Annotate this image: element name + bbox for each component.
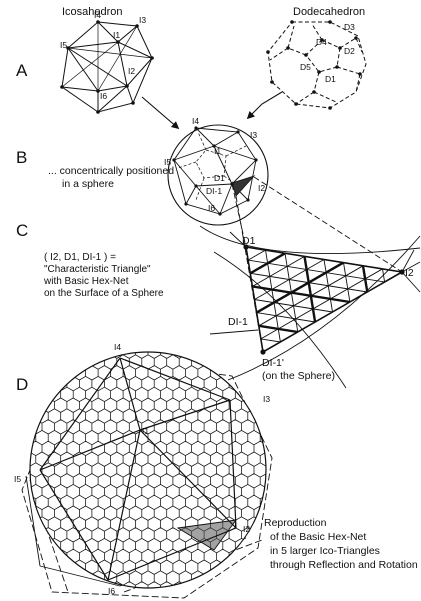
dodecahedron-vertex-dots	[266, 20, 362, 110]
sphere-b-drawing	[167, 124, 269, 226]
hex-sphere-icosa-edges	[39, 357, 237, 581]
triangle-label-d1: D1	[242, 235, 256, 247]
sphere-b-label-i4: I4	[192, 116, 199, 126]
characteristic-triangle-net	[247, 249, 386, 343]
sphere-d-label-i1: I1	[142, 426, 149, 436]
dodeca-label-d4: D4	[316, 37, 327, 47]
hex-sphere-fill	[30, 352, 266, 588]
panel-c-caption-line3: with Basic Hex-Net	[43, 276, 129, 287]
panel-b-label: B	[16, 148, 27, 167]
panel-b-caption-line2: in a sphere	[62, 178, 114, 190]
icosahedron-title: Icosahedron	[62, 6, 123, 18]
panel-d-label: D	[16, 375, 28, 394]
dodeca-label-d3: D3	[344, 22, 355, 32]
ico-a-label-i5: I5	[60, 40, 67, 50]
panel-d-caption-line3: in 5 larger Ico-Triangles	[270, 545, 380, 557]
panel-c-construction-lines	[199, 225, 421, 389]
sphere-d-label-i2: I2	[243, 524, 250, 534]
sphere-d-label-i6: I6	[108, 586, 115, 596]
triangle-label-i2: I2	[405, 267, 414, 279]
triangle-label-di1: DI-1	[228, 316, 248, 328]
sphere-b-characteristic-triangle	[231, 175, 256, 197]
sphere-d-label-i3: I3	[263, 394, 270, 404]
hex-sphere-basic-triangle	[176, 519, 237, 551]
sphere-b-label-i5: I5	[164, 157, 171, 167]
sphere-b-label-d1: D1	[214, 173, 225, 183]
panel-d-caption-line4: through Reflection and Rotation	[270, 559, 418, 571]
panel-c-caption-line1: ( I2, D1, DI-1 ) =	[44, 252, 116, 263]
sphere-d-label-i4: I4	[114, 342, 121, 352]
icosahedron-vertex-dots	[60, 20, 154, 114]
triangle-label-di1-prime: DI-1'	[262, 357, 284, 369]
projection-lines-b-to-c	[231, 176, 403, 353]
ico-a-label-i6: I6	[100, 91, 107, 101]
ico-a-label-i4: I4	[94, 10, 101, 20]
panel-b-caption-line1: ... concentrically positioned	[48, 165, 174, 177]
dodecahedron-drawing	[267, 21, 367, 109]
characteristic-triangle-outline	[245, 246, 405, 354]
sphere-b-label-di1: DI-1	[206, 186, 222, 196]
sphere-b-label-i2: I2	[258, 183, 265, 193]
panel-d-caption-line2: of the Basic Hex-Net	[270, 531, 366, 543]
on-sphere-note: (on the Sphere)	[262, 370, 335, 382]
sphere-b-label-i1: I1	[214, 146, 221, 156]
panel-c-caption-line2: "Characteristic Triangle"	[44, 264, 151, 275]
ico-a-label-i3: I3	[139, 15, 146, 25]
dodeca-label-d1: D1	[325, 74, 336, 84]
sphere-d-label-i5: I5	[14, 474, 21, 484]
panel-d-caption-line1: Reproduction	[264, 517, 327, 529]
sphere-b-label-i3: I3	[250, 130, 257, 140]
ico-a-label-i2: I2	[128, 66, 135, 76]
dodeca-label-d2: D2	[344, 46, 355, 56]
hex-sphere-outline	[29, 351, 267, 589]
dodecahedron-title: Dodecahedron	[293, 6, 365, 18]
arrows-a-to-b	[141, 91, 283, 130]
ico-a-label-i1: I1	[113, 30, 120, 40]
panel-c-label: C	[16, 221, 28, 240]
icosahedron-drawing	[61, 21, 153, 113]
dodeca-label-d5: D5	[300, 62, 311, 72]
panel-c-dots	[243, 244, 405, 355]
sphere-b-label-i6: I6	[208, 203, 215, 213]
panel-a-label: A	[16, 61, 28, 80]
panel-c-caption-line4: on the Surface of a Sphere	[44, 288, 164, 299]
